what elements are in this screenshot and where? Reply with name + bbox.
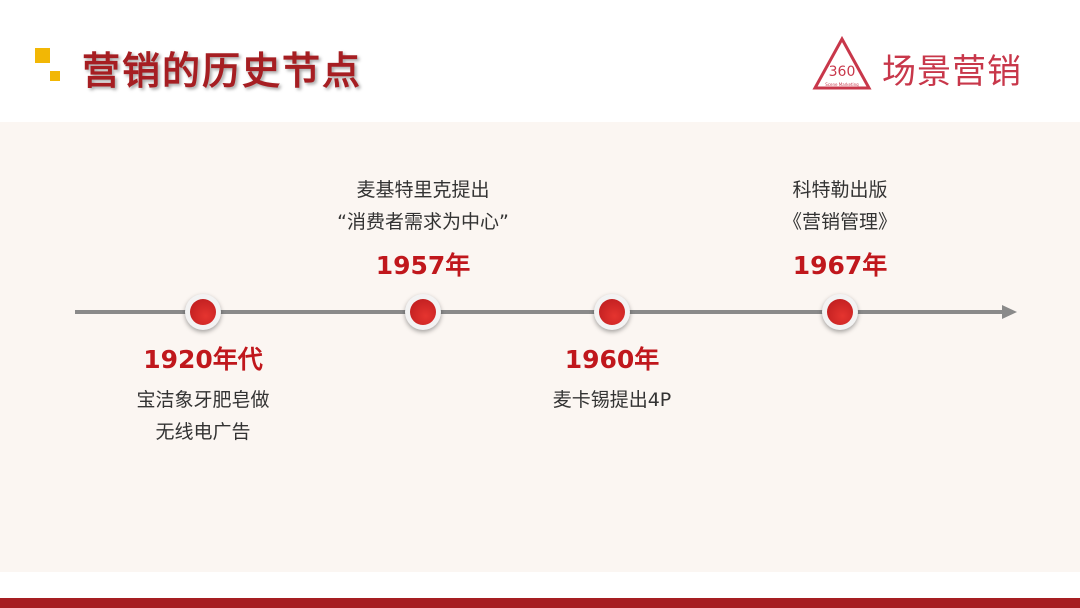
logo-triangle-icon: 360 Scene Marketing [812, 35, 872, 90]
event-desc: 科特勒出版 [792, 179, 888, 201]
event-desc: “消费者需求为中心” [337, 211, 509, 233]
content-panel [0, 122, 1080, 572]
svg-text:360: 360 [829, 64, 856, 80]
page-title: 营销的历史节点 [82, 49, 363, 93]
arrow-head-icon [1002, 305, 1017, 319]
event-year: 1920年代 [143, 345, 263, 374]
event-1967: 科特勒出版 《营销管理》 1967年 [710, 174, 970, 282]
event-desc: 无线电广告 [155, 421, 251, 443]
event-year: 1967年 [792, 251, 888, 280]
title-marker-icon-small [50, 71, 60, 81]
event-1960: 1960年 麦卡锡提出4P [482, 340, 742, 416]
timeline-node-1960 [594, 294, 630, 330]
event-desc: 《营销管理》 [782, 211, 897, 233]
footer-bar [0, 598, 1080, 608]
timeline-node-1967 [822, 294, 858, 330]
svg-text:Scene Marketing: Scene Marketing [825, 82, 859, 87]
timeline-node-1920 [185, 294, 221, 330]
event-1920: 1920年代 宝洁象牙肥皂做 无线电广告 [73, 340, 333, 448]
timeline-node-1957 [405, 294, 441, 330]
logo: 360 Scene Marketing 场景营销 [812, 35, 1042, 96]
title-marker-icon [35, 48, 50, 63]
event-desc: 麦卡锡提出4P [552, 389, 672, 411]
timeline-axis [75, 310, 1005, 314]
logo-text: 场景营销 [882, 52, 1022, 92]
event-1957: 麦基特里克提出 “消费者需求为中心” 1957年 [293, 174, 553, 282]
event-year: 1957年 [375, 251, 471, 280]
event-desc: 麦基特里克提出 [356, 179, 490, 201]
event-desc: 宝洁象牙肥皂做 [136, 389, 270, 411]
event-year: 1960年 [564, 345, 660, 374]
